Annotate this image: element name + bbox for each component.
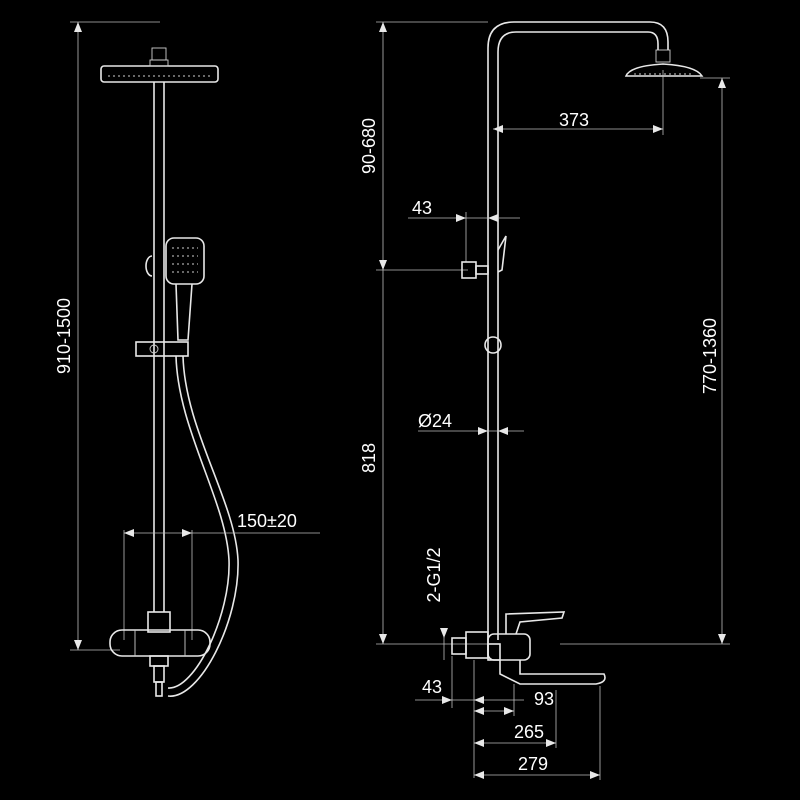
front-hand-shower — [145, 237, 205, 341]
front-spacing-label: 150±20 — [237, 511, 297, 531]
side-rail-height-label: 818 — [359, 443, 379, 473]
side-holder-offset-label: 43 — [412, 198, 432, 218]
side-diameter-label: Ø24 — [418, 411, 452, 431]
side-spout-a-label: 93 — [534, 689, 554, 709]
side-holder-offset-dimension — [408, 212, 520, 262]
side-mixer — [451, 611, 606, 685]
side-reach-label: 373 — [559, 110, 589, 130]
front-hose — [167, 355, 239, 697]
side-pipe — [487, 21, 669, 640]
side-diameter-dimension — [418, 427, 524, 435]
side-bottom-dimensions — [415, 656, 601, 780]
front-view: 910-1500 — [54, 21, 320, 697]
front-pipe — [153, 82, 165, 612]
side-reach-dimension — [493, 70, 664, 135]
side-spout-c-label: 279 — [518, 754, 548, 774]
side-top-reference — [376, 21, 488, 271]
side-spout-b-label: 265 — [514, 722, 544, 742]
side-shower-head — [624, 49, 704, 77]
front-shower-head — [100, 47, 219, 83]
side-inlet-thread-label: 2-G1/2 — [424, 547, 444, 602]
side-view: 90-680 373 770-1360 43 — [359, 21, 730, 780]
side-head-height-dimension — [560, 77, 730, 645]
side-inlet-leader — [440, 628, 448, 660]
front-spacing-dimension — [123, 529, 320, 640]
side-rail-height-dimension — [376, 270, 488, 645]
side-mixer-offset-label: 43 — [422, 677, 442, 697]
front-height-dimension — [70, 21, 160, 651]
side-head-height-label: 770-1360 — [700, 318, 720, 394]
side-head-drop-label: 90-680 — [359, 118, 379, 174]
front-slide-holder — [135, 341, 189, 357]
front-mixer — [109, 611, 211, 697]
front-height-label: 910-1500 — [54, 298, 74, 374]
side-hand-holder — [461, 235, 507, 354]
